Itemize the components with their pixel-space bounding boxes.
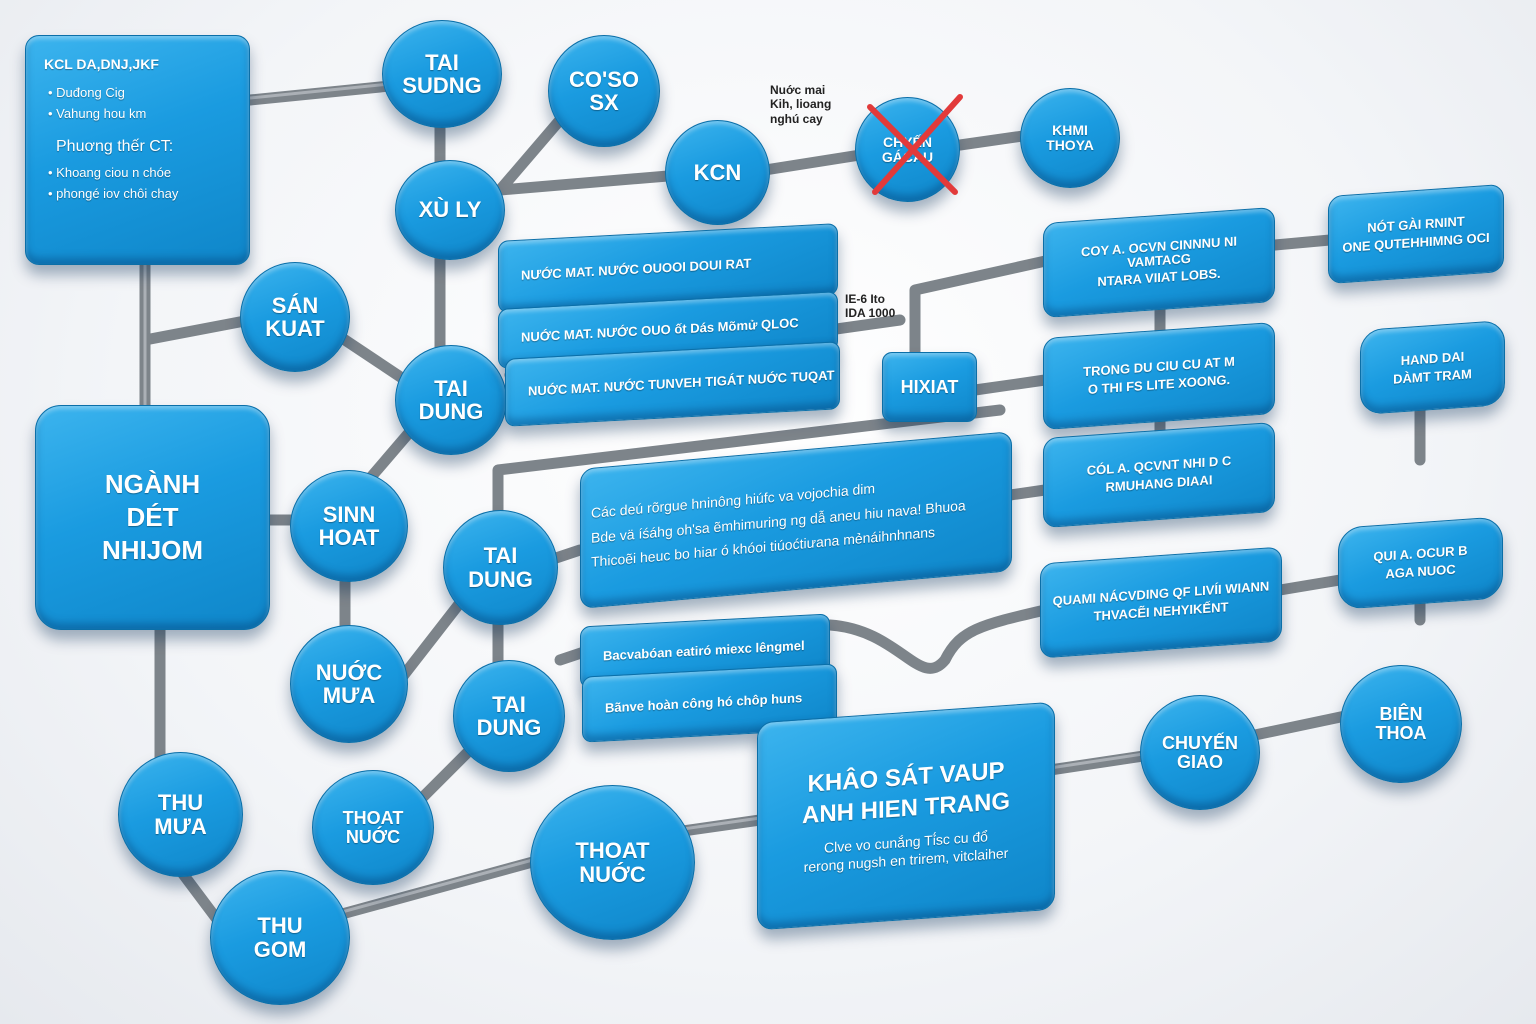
node-tai-dung-1[interactable]: TAI DUNG <box>395 345 507 455</box>
node-chuyen-giao[interactable]: CHUYẾN GIAO <box>1140 695 1260 810</box>
node-sinh-hoat[interactable]: SINN HOAT <box>290 470 408 582</box>
node-label: MƯA <box>154 813 207 839</box>
bar-label: NUỚC MAT. NƯỚC OUO ốt Dás Mõmử QLOC <box>521 315 799 345</box>
note-line: IE-6 Ito <box>845 292 886 306</box>
card-line: AGA NUOC <box>1385 561 1456 582</box>
node-label: DUNG <box>418 399 484 424</box>
node-label: TAI <box>434 375 468 401</box>
node-label: THOYA <box>1046 137 1094 153</box>
node-label: NUỚC <box>345 826 401 847</box>
card-line: RMUHANG DIAAI <box>1105 472 1213 495</box>
node-label: DUNG <box>476 715 542 740</box>
card-low[interactable]: CÓL A. QCVNT NHI D C RMUHANG DIAAI <box>1043 421 1275 529</box>
node-label: TAI <box>492 691 526 717</box>
card-line: HAND DAI <box>1400 348 1465 369</box>
card-top[interactable]: COY A. OCVN CINNNU NI VAMTACG NTARA VIIA… <box>1043 206 1275 319</box>
node-label: GOM <box>253 936 307 962</box>
node-bien-thoa[interactable]: BIÊN THOA <box>1340 665 1462 783</box>
note-line: Kih, lioang <box>770 97 832 112</box>
node-hixiat[interactable]: HIXIAT <box>882 352 977 422</box>
node-tai-dung-3[interactable]: TAI DUNG <box>453 660 565 772</box>
khao-sat-card[interactable]: KHÂO SÁT VAUP ANH HIEN TRANG Clve vo cun… <box>757 701 1055 931</box>
node-label: SX <box>589 90 619 115</box>
node-label: SUDNG <box>402 73 482 98</box>
node-label: THOA <box>1375 723 1427 743</box>
bar-label: Bãnve hoàn công hó chôp huns <box>605 690 803 716</box>
legend-sub-item: phongé iov chôi chay <box>48 186 178 201</box>
card-line: DÀMT TRAM <box>1393 365 1472 387</box>
note-line: IDA 1000 <box>845 306 896 321</box>
node-thoat-nuoc-1[interactable]: THOAT NUỚC <box>312 770 434 885</box>
node-xu-ly[interactable]: XÙ LY <box>395 160 505 260</box>
card-right-3[interactable]: QUI A. OCUR B AGA NUOC <box>1338 516 1503 610</box>
node-thu-gom[interactable]: THU GOM <box>210 870 350 1005</box>
node-label: TAI <box>425 49 459 75</box>
node-label: KHMI <box>1052 122 1088 139</box>
node-label: NUỚC <box>315 659 383 685</box>
node-tai-dung-2[interactable]: TAI DUNG <box>443 510 558 625</box>
node-label: THU <box>157 790 204 816</box>
legend-item: Duđong Cig <box>48 85 125 100</box>
node-label: THOAT <box>342 807 404 828</box>
cross-mark-icon <box>867 94 963 195</box>
node-label: THU <box>257 913 303 939</box>
node-label: NHIJOM <box>101 535 204 566</box>
node-tai-sung[interactable]: TAI SUDNG <box>382 20 502 128</box>
node-co-so[interactable]: CO'SO SX <box>548 35 660 147</box>
node-label: CO'SO <box>568 66 640 92</box>
node-label: SINN <box>322 501 376 527</box>
node-nganh-det-nhuom[interactable]: NGÀNH DÉT NHIJOM <box>35 405 270 630</box>
node-kcn[interactable]: KCN <box>665 120 770 225</box>
node-label: XÙ LY <box>418 197 482 223</box>
legend-item: Vahung hou km <box>48 106 146 121</box>
node-label: KUAT <box>265 316 325 341</box>
card-line: ONE QUTEHHIMNG OCI <box>1342 229 1490 256</box>
note-top: Nuớc mai Kih, lioang nghú cay <box>770 83 831 126</box>
node-label: BIÊN <box>1379 704 1423 725</box>
bar-label: NƯỚC MAT. NƯỚC OUOOI DOUI RAT <box>521 255 752 283</box>
legend-sub-item: Khoang ciou n chóe <box>48 165 171 180</box>
node-label: GIAO <box>1176 751 1223 772</box>
node-label: NGÀNH <box>104 468 201 499</box>
node-label: TAI <box>483 543 518 569</box>
node-nuoc-mua[interactable]: NUỚC MƯA <box>290 625 408 743</box>
card-line: COY A. OCVN CINNNU NI VAMTACG <box>1080 233 1237 270</box>
node-label: NUỚC <box>579 861 646 887</box>
node-label: HIXIAT <box>900 376 959 397</box>
node-thoat-nuoc-2[interactable]: THOAT NUỚC <box>530 785 695 940</box>
card-right-2[interactable]: HAND DAI DÀMT TRAM <box>1360 319 1505 416</box>
legend-title: KCL DA,DNJ,JKF <box>44 56 159 72</box>
node-label: KCN <box>693 159 742 185</box>
node-khi-thoa[interactable]: KHMI THOYA <box>1020 88 1120 188</box>
node-label: DÉT <box>126 501 179 532</box>
node-label: THOAT <box>575 838 650 864</box>
node-label: DUNG <box>468 566 533 592</box>
node-san-kuat[interactable]: SÁN KUAT <box>240 262 350 372</box>
card-right-1[interactable]: NÓT GÀI RNINT ONE QUTEHHIMNG OCI <box>1328 183 1504 285</box>
legend-subtitle: Phuơng thếr CT: <box>56 138 174 155</box>
node-label: HOAT <box>318 525 380 550</box>
note-line: nghú cay <box>770 111 823 126</box>
bar-label: NUỚC MAT. NƯỚC TUNVEH TIGÁT NUỚC TUQAT <box>528 367 835 399</box>
node-label: CHUYẾN <box>1161 732 1238 753</box>
node-label: SÁN <box>271 292 319 318</box>
card-mid2[interactable]: QUAMI NÁCVDING QF LIVÍI WIANN THVACẼI NE… <box>1040 546 1282 659</box>
node-label: MƯA <box>322 683 376 708</box>
note-mid: IE-6 Ito IDA 1000 <box>845 292 895 321</box>
card-mid[interactable]: TRONG DU CIU CU AT M O THI FS LITE XOONG… <box>1043 321 1275 431</box>
legend-card: KCL DA,DNJ,JKF Duđong Cig Vahung hou km … <box>25 35 250 265</box>
note-line: Nuớc mai <box>770 83 826 97</box>
node-thu-mua[interactable]: THU MƯA <box>118 752 243 877</box>
bar-label: Bacvabóan eatiró miexc lêngmel <box>603 637 805 664</box>
